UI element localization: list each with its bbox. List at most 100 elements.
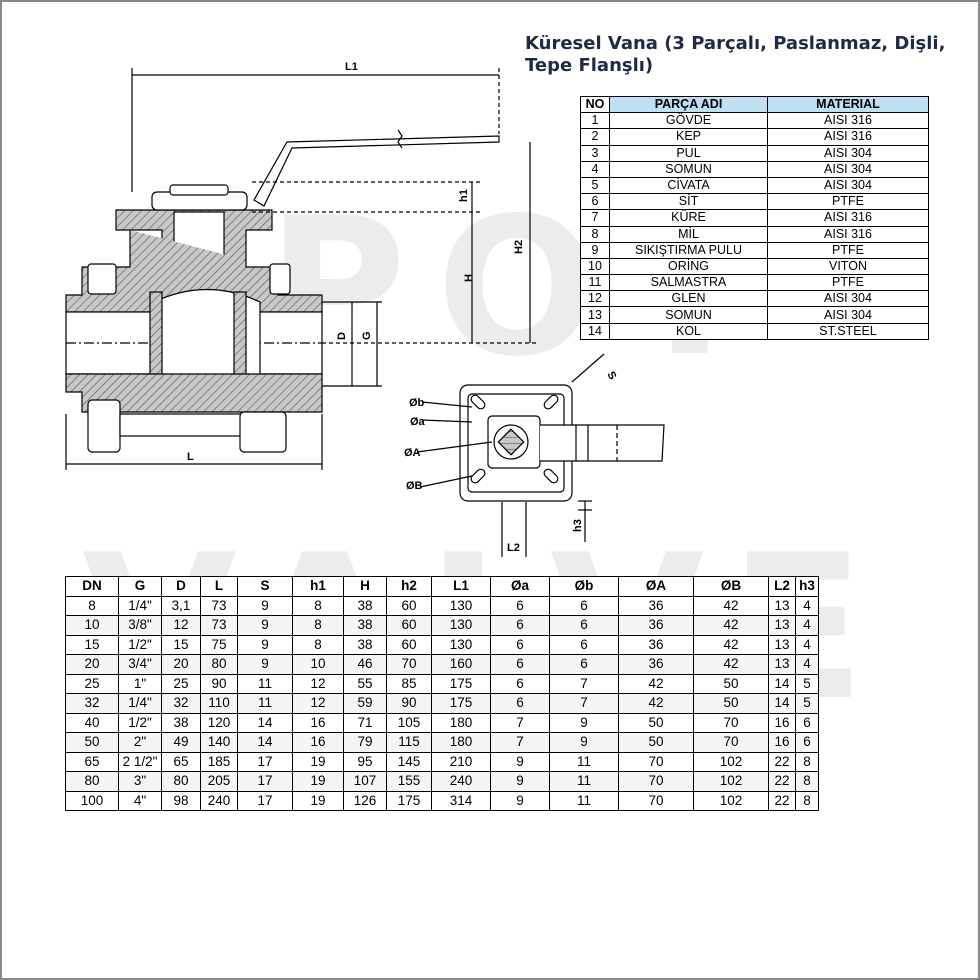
dimension-cell: 95 [343, 751, 387, 772]
dimension-cell: 6 [549, 615, 619, 636]
dimension-cell: 59 [343, 693, 387, 714]
dimension-cell: 70 [618, 751, 694, 772]
dimension-cell: 10 [65, 615, 119, 636]
valve-technical-drawing: L1 h1 H2 H D G L S Øb Øa ØA ØB h3 L2 [65, 61, 665, 557]
dimension-header-cell: L1 [431, 576, 491, 597]
dimension-cell: 175 [431, 673, 491, 694]
dimension-cell: 71 [343, 712, 387, 733]
dimension-cell: 42 [693, 634, 769, 655]
dimension-cell: 11 [549, 751, 619, 772]
dimension-cell: 6 [549, 654, 619, 675]
dimension-header-cell: Øa [490, 576, 550, 597]
dimension-cell: 70 [693, 732, 769, 753]
parts-cell-material: AISI 316 [767, 112, 929, 130]
parts-table-header: NO PARÇA ADI MATERIAL [580, 95, 929, 114]
parts-cell-material: AISI 304 [767, 290, 929, 308]
dimension-cell: 79 [343, 732, 387, 753]
parts-cell-no: 7 [580, 209, 610, 227]
dimension-cell: 9 [549, 712, 619, 733]
label-Oa: Øa [410, 416, 426, 428]
parts-header-no: NO [580, 95, 610, 114]
dimension-cell: 50 [618, 732, 694, 753]
dimension-cell: 140 [200, 732, 238, 753]
dimension-cell: 90 [200, 673, 238, 694]
dimension-cell: 17 [237, 751, 293, 772]
dimension-cell: 180 [431, 732, 491, 753]
dimension-cell: 70 [693, 712, 769, 733]
dimension-header-cell: H [343, 576, 387, 597]
dimension-header-cell: D [161, 576, 201, 597]
dimension-cell: 8 [795, 790, 819, 811]
dimension-cell: 1/4" [118, 693, 162, 714]
dimension-cell: 175 [431, 693, 491, 714]
dimension-cell: 17 [237, 771, 293, 792]
parts-cell-material: AISI 304 [767, 176, 929, 195]
dimension-cell: 20 [65, 654, 119, 675]
dimension-cell: 205 [200, 771, 238, 792]
dimension-cell: 6 [490, 673, 550, 694]
dimension-cell: 175 [386, 790, 432, 811]
parts-cell-no: 12 [580, 290, 610, 308]
dimension-cell: 1/4" [118, 595, 162, 616]
parts-cell-material: AISI 304 [767, 306, 929, 324]
dimension-cell: 14 [768, 693, 796, 714]
parts-cell-material: AISI 304 [767, 160, 929, 178]
dimension-header-cell: h3 [795, 576, 819, 597]
label-OA: ØA [404, 447, 421, 459]
parts-cell-no: 4 [580, 160, 610, 178]
dimension-cell: 145 [386, 751, 432, 772]
dimension-cell: 6 [549, 595, 619, 616]
dimension-cell: 180 [431, 712, 491, 733]
label-Ob: Øb [409, 397, 425, 409]
parts-cell-name: PUL [609, 144, 768, 162]
parts-cell-name: KÜRE [609, 209, 768, 227]
dimension-cell: 13 [768, 654, 796, 675]
label-OB: ØB [406, 480, 423, 492]
dimension-cell: 2" [118, 732, 162, 753]
dimension-cell: 9 [490, 771, 550, 792]
parts-cell-no: 8 [580, 225, 610, 243]
parts-cell-no: 9 [580, 241, 610, 259]
parts-cell-no: 10 [580, 257, 610, 276]
dimension-cell: 105 [386, 712, 432, 733]
dimension-cell: 73 [200, 615, 238, 636]
dimension-cell: 1" [118, 673, 162, 694]
parts-cell-material: AISI 316 [767, 128, 929, 146]
dimension-cell: 11 [237, 673, 293, 694]
dimension-cell: 75 [200, 634, 238, 655]
parts-cell-name: ORİNG [609, 257, 768, 276]
parts-cell-no: 5 [580, 176, 610, 195]
parts-cell-no: 11 [580, 274, 610, 292]
dimension-cell: 36 [618, 634, 694, 655]
dimension-cell: 16 [768, 712, 796, 733]
parts-cell-material: ST.STEEL [767, 322, 929, 340]
dimension-cell: 102 [693, 751, 769, 772]
dimension-cell: 38 [161, 712, 201, 733]
dimension-cell: 8 [795, 751, 819, 772]
label-L: L [187, 451, 194, 463]
dimension-cell: 19 [292, 771, 344, 792]
parts-cell-no: 1 [580, 112, 610, 130]
dimension-cell: 11 [549, 771, 619, 792]
dimension-cell: 46 [343, 654, 387, 675]
dimension-cell: 240 [200, 790, 238, 811]
dimension-cell: 6 [795, 732, 819, 753]
dimension-cell: 6 [795, 712, 819, 733]
dimension-cell: 10 [292, 654, 344, 675]
dimension-cell: 107 [343, 771, 387, 792]
dimension-cell: 25 [65, 673, 119, 694]
dimension-cell: 6 [549, 634, 619, 655]
dimension-cell: 80 [65, 771, 119, 792]
dimension-cell: 42 [693, 595, 769, 616]
parts-cell-material: VITON [767, 257, 929, 276]
dimension-cell: 36 [618, 654, 694, 675]
